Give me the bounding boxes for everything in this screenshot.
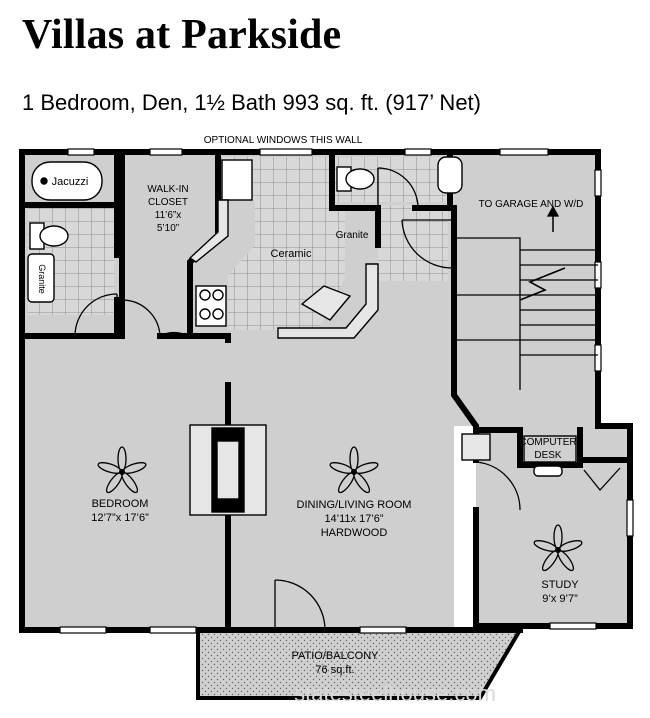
kitchen-sink <box>300 285 352 321</box>
kitchen-counter-island <box>277 263 379 339</box>
half-bath-sink <box>437 156 463 194</box>
closet-label-2: CLOSET <box>148 197 188 208</box>
jacuzzi-tub <box>31 161 103 201</box>
closet-size-2: 5’10” <box>157 223 179 234</box>
living-room-floor: HARDWOOD <box>321 527 388 539</box>
study-label: STUDY <box>541 579 579 591</box>
optional-windows-label: OPTIONAL WINDOWS THIS WALL <box>204 135 363 146</box>
watermark: statesteelhouse.com <box>294 681 496 706</box>
garage-label: TO GARAGE AND W/D <box>479 199 584 210</box>
fixtures <box>27 156 577 516</box>
closet-size-1: 11’6”x <box>155 210 182 221</box>
kitchen-granite-label: Granite <box>336 230 369 241</box>
page-subtitle: 1 Bedroom, Den, 1½ Bath 993 sq. ft. (917… <box>22 90 481 115</box>
computer-desk-label-2: DESK <box>534 450 562 461</box>
stairs <box>454 205 598 390</box>
bedroom-size: 12’7”x 17’6” <box>91 512 149 524</box>
ceramic-label: Ceramic <box>271 248 312 260</box>
computer-desk <box>523 435 577 463</box>
page-title: Villas at Parkside <box>22 12 342 58</box>
jacuzzi-label: Jacuzzi <box>52 176 89 188</box>
patio-label: PATIO/BALCONY <box>291 650 379 662</box>
kitchen-counter-left <box>188 199 229 263</box>
fridge <box>221 159 253 201</box>
bath-granite-label: Granite <box>37 264 47 294</box>
patio-size: 76 sq.ft. <box>315 664 354 676</box>
living-room-label: DINING/LIVING ROOM <box>297 499 412 511</box>
closet-label-1: WALK-IN <box>147 184 188 195</box>
fireplace <box>461 433 491 461</box>
doors <box>74 167 621 631</box>
windows <box>59 148 634 634</box>
bath-vanity <box>27 253 55 303</box>
computer-desk-label-1: COMPUTER <box>519 437 576 448</box>
living-room-size: 14’11x 17’6” <box>324 513 383 525</box>
room-labels: OPTIONAL WINDOWS THIS WALL Jacuzzi Grani… <box>37 135 583 706</box>
study-size: 9’x 9’7” <box>542 593 578 605</box>
bedroom-label: BEDROOM <box>92 498 149 510</box>
